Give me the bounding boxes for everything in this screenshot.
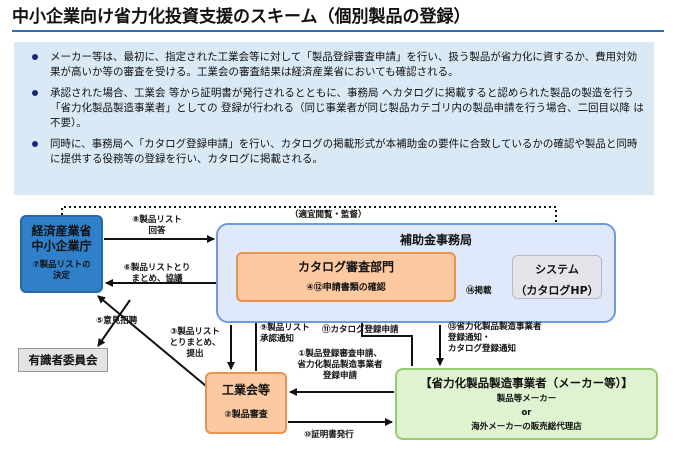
label-3: ③製品リストとりまとめ、提出 <box>169 327 221 359</box>
note-item: 同時に、事務局へ「カタログ登録申請」を行い、カタログの掲載形式が本補助金の要件に… <box>28 137 644 167</box>
page-title: 中小企業向け省力化投資支援のスキーム（個別製品の登録） <box>12 4 664 32</box>
catalog-review-box: カタログ審査部門 ④⑫申請書類の確認 <box>236 252 456 302</box>
label-14: ⑭掲載 <box>466 286 492 296</box>
industry-association-box: 工業会等 ②製品審査 <box>205 372 287 434</box>
label-10: ⑩証明書発行 <box>304 430 354 440</box>
bullet-icon <box>32 90 38 96</box>
label-supervision: （適宜閲覧・監督） <box>290 210 367 220</box>
arrow-3 <box>97 295 207 387</box>
supervision-line <box>61 206 560 249</box>
label-13: ⑬省力化製品製造事業者登録通知・カタログ登録通知 <box>448 322 542 354</box>
manufacturer-box: 【省力化製品製造事業者（メーカー等）】 製品等メーカー or 海外メーカーの販売… <box>395 368 658 440</box>
label-9: ⑨製品リスト承認通知 <box>260 323 310 344</box>
bullet-icon <box>32 54 38 60</box>
arrow-5 <box>97 299 131 347</box>
note-item: メーカー等は、最初に、指定された工業会等に対して「製品登録審査申請」を行い、扱う… <box>28 50 644 80</box>
label-6: ⑥製品リストとりまとめ、協議 <box>123 263 191 284</box>
notes-panel: メーカー等は、最初に、指定された工業会等に対して「製品登録審査申請」を行い、扱う… <box>14 42 654 195</box>
label-5: ⑤意見招聘 <box>96 316 138 326</box>
expert-committee-box: 有識者委員会 <box>18 348 108 372</box>
meti-box: 経済産業省 中小企業庁 ⑦製品リストの 決定 <box>20 215 103 293</box>
label-11: ⑪カタログ登録申請 <box>322 325 399 335</box>
label-1: ①製品登録審査申請、省力化製品製造事業者登録申請 <box>297 349 383 381</box>
bullet-icon <box>32 141 38 147</box>
label-8: ⑧製品リスト回答 <box>132 215 182 236</box>
note-item: 承認された場合、工業会 等から証明書が発行されるとともに、事務局 へカタログに掲… <box>28 86 644 131</box>
system-box: システム （カタログHP） <box>512 255 602 299</box>
